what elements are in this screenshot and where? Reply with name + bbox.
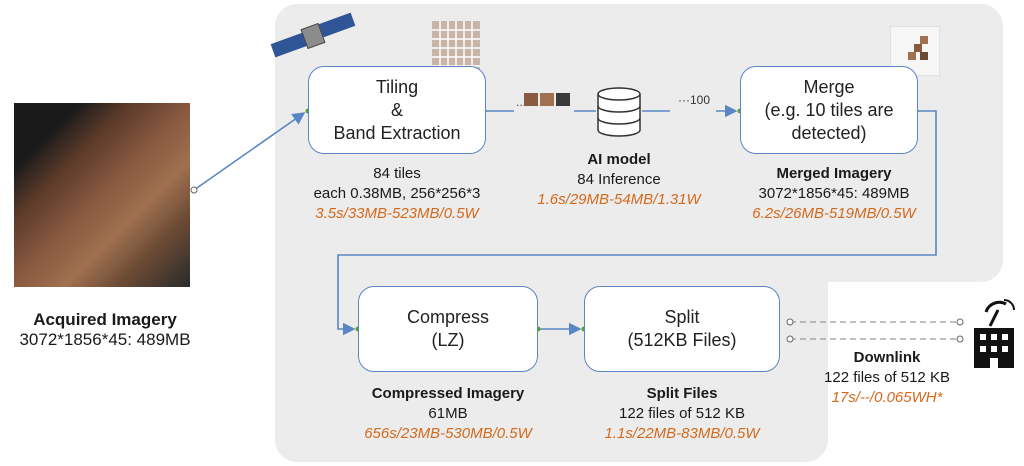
tiling-line1: Tiling [375, 76, 419, 97]
downlink-detail: 122 files of 512 KB [824, 369, 950, 386]
compressed-title: Compressed Imagery [371, 385, 525, 402]
compress-line2: (LZ) [431, 330, 465, 350]
compressed-metrics: 656s/23MB-530MB/0.5W [364, 425, 532, 442]
tiling-label: 84 tiles each 0.38MB, 256*256*3 3.5s/33M… [268, 164, 526, 224]
compress-box: Compress (LZ) [358, 286, 538, 372]
merged-metrics: 6.2s/26MB-519MB/0.5W [752, 205, 916, 222]
tile-thumbnail [524, 93, 538, 106]
tiles-count: ···100 [677, 93, 710, 107]
ai-model-title: AI model [587, 151, 651, 168]
tiling-count: 84 tiles [373, 165, 421, 182]
split-metrics: 1.1s/22MB-83MB/0.5W [604, 425, 760, 442]
ai-model-detail: 84 Inference [577, 171, 661, 188]
split-title: Split Files [646, 385, 718, 402]
acquired-title: Acquired Imagery [33, 310, 177, 329]
tile-thumbnail [556, 93, 570, 106]
acquired-detail: 3072*1856*45: 489MB [19, 330, 191, 349]
tiling-box: Tiling & Band Extraction [308, 66, 486, 154]
compressed-detail: 61MB [428, 405, 468, 422]
split-box: Split (512KB Files) [584, 286, 780, 372]
acquired-label: Acquired Imagery 3072*1856*45: 489MB [0, 310, 210, 350]
split-line1: Split [664, 307, 700, 327]
downlink-label: Downlink 122 files of 512 KB 17s/--/0.06… [800, 348, 974, 408]
merge-line1: Merge [803, 76, 855, 97]
merge-box: Merge (e.g. 10 tiles are detected) [740, 66, 918, 154]
merge-line3: detected) [791, 122, 867, 143]
ground-station-icon [974, 299, 1015, 368]
satellite-icon [270, 12, 356, 58]
tile-thumbnail [540, 93, 554, 106]
split-line2: (512KB Files) [627, 330, 737, 350]
acquired-image [14, 103, 190, 287]
split-detail: 122 files of 512 KB [619, 405, 745, 422]
tiling-line3: Band Extraction [333, 122, 461, 143]
compress-label: Compressed Imagery 61MB 656s/23MB-530MB/… [322, 384, 574, 444]
merge-label: Merged Imagery 3072*1856*45: 489MB 6.2s/… [714, 164, 954, 224]
tiles-dots: ... [515, 95, 526, 109]
merged-detail: 3072*1856*45: 489MB [758, 185, 910, 202]
database-icon [597, 87, 641, 137]
merge-line2: (e.g. 10 tiles are [764, 99, 894, 120]
tiling-metrics: 3.5s/33MB-523MB/0.5W [315, 205, 479, 222]
ai-model-label: AI model 84 Inference 1.6s/29MB-54MB/1.3… [506, 150, 732, 210]
tiling-detail: each 0.38MB, 256*256*3 [313, 185, 481, 202]
tiling-line2: & [390, 99, 403, 120]
downlink-metrics: 17s/--/0.065WH* [831, 389, 943, 406]
merged-title: Merged Imagery [776, 165, 892, 182]
compress-line1: Compress [406, 307, 490, 327]
downlink-title: Downlink [853, 349, 921, 366]
split-label: Split Files 122 files of 512 KB 1.1s/22M… [562, 384, 802, 444]
ai-model-metrics: 1.6s/29MB-54MB/1.31W [537, 191, 701, 208]
